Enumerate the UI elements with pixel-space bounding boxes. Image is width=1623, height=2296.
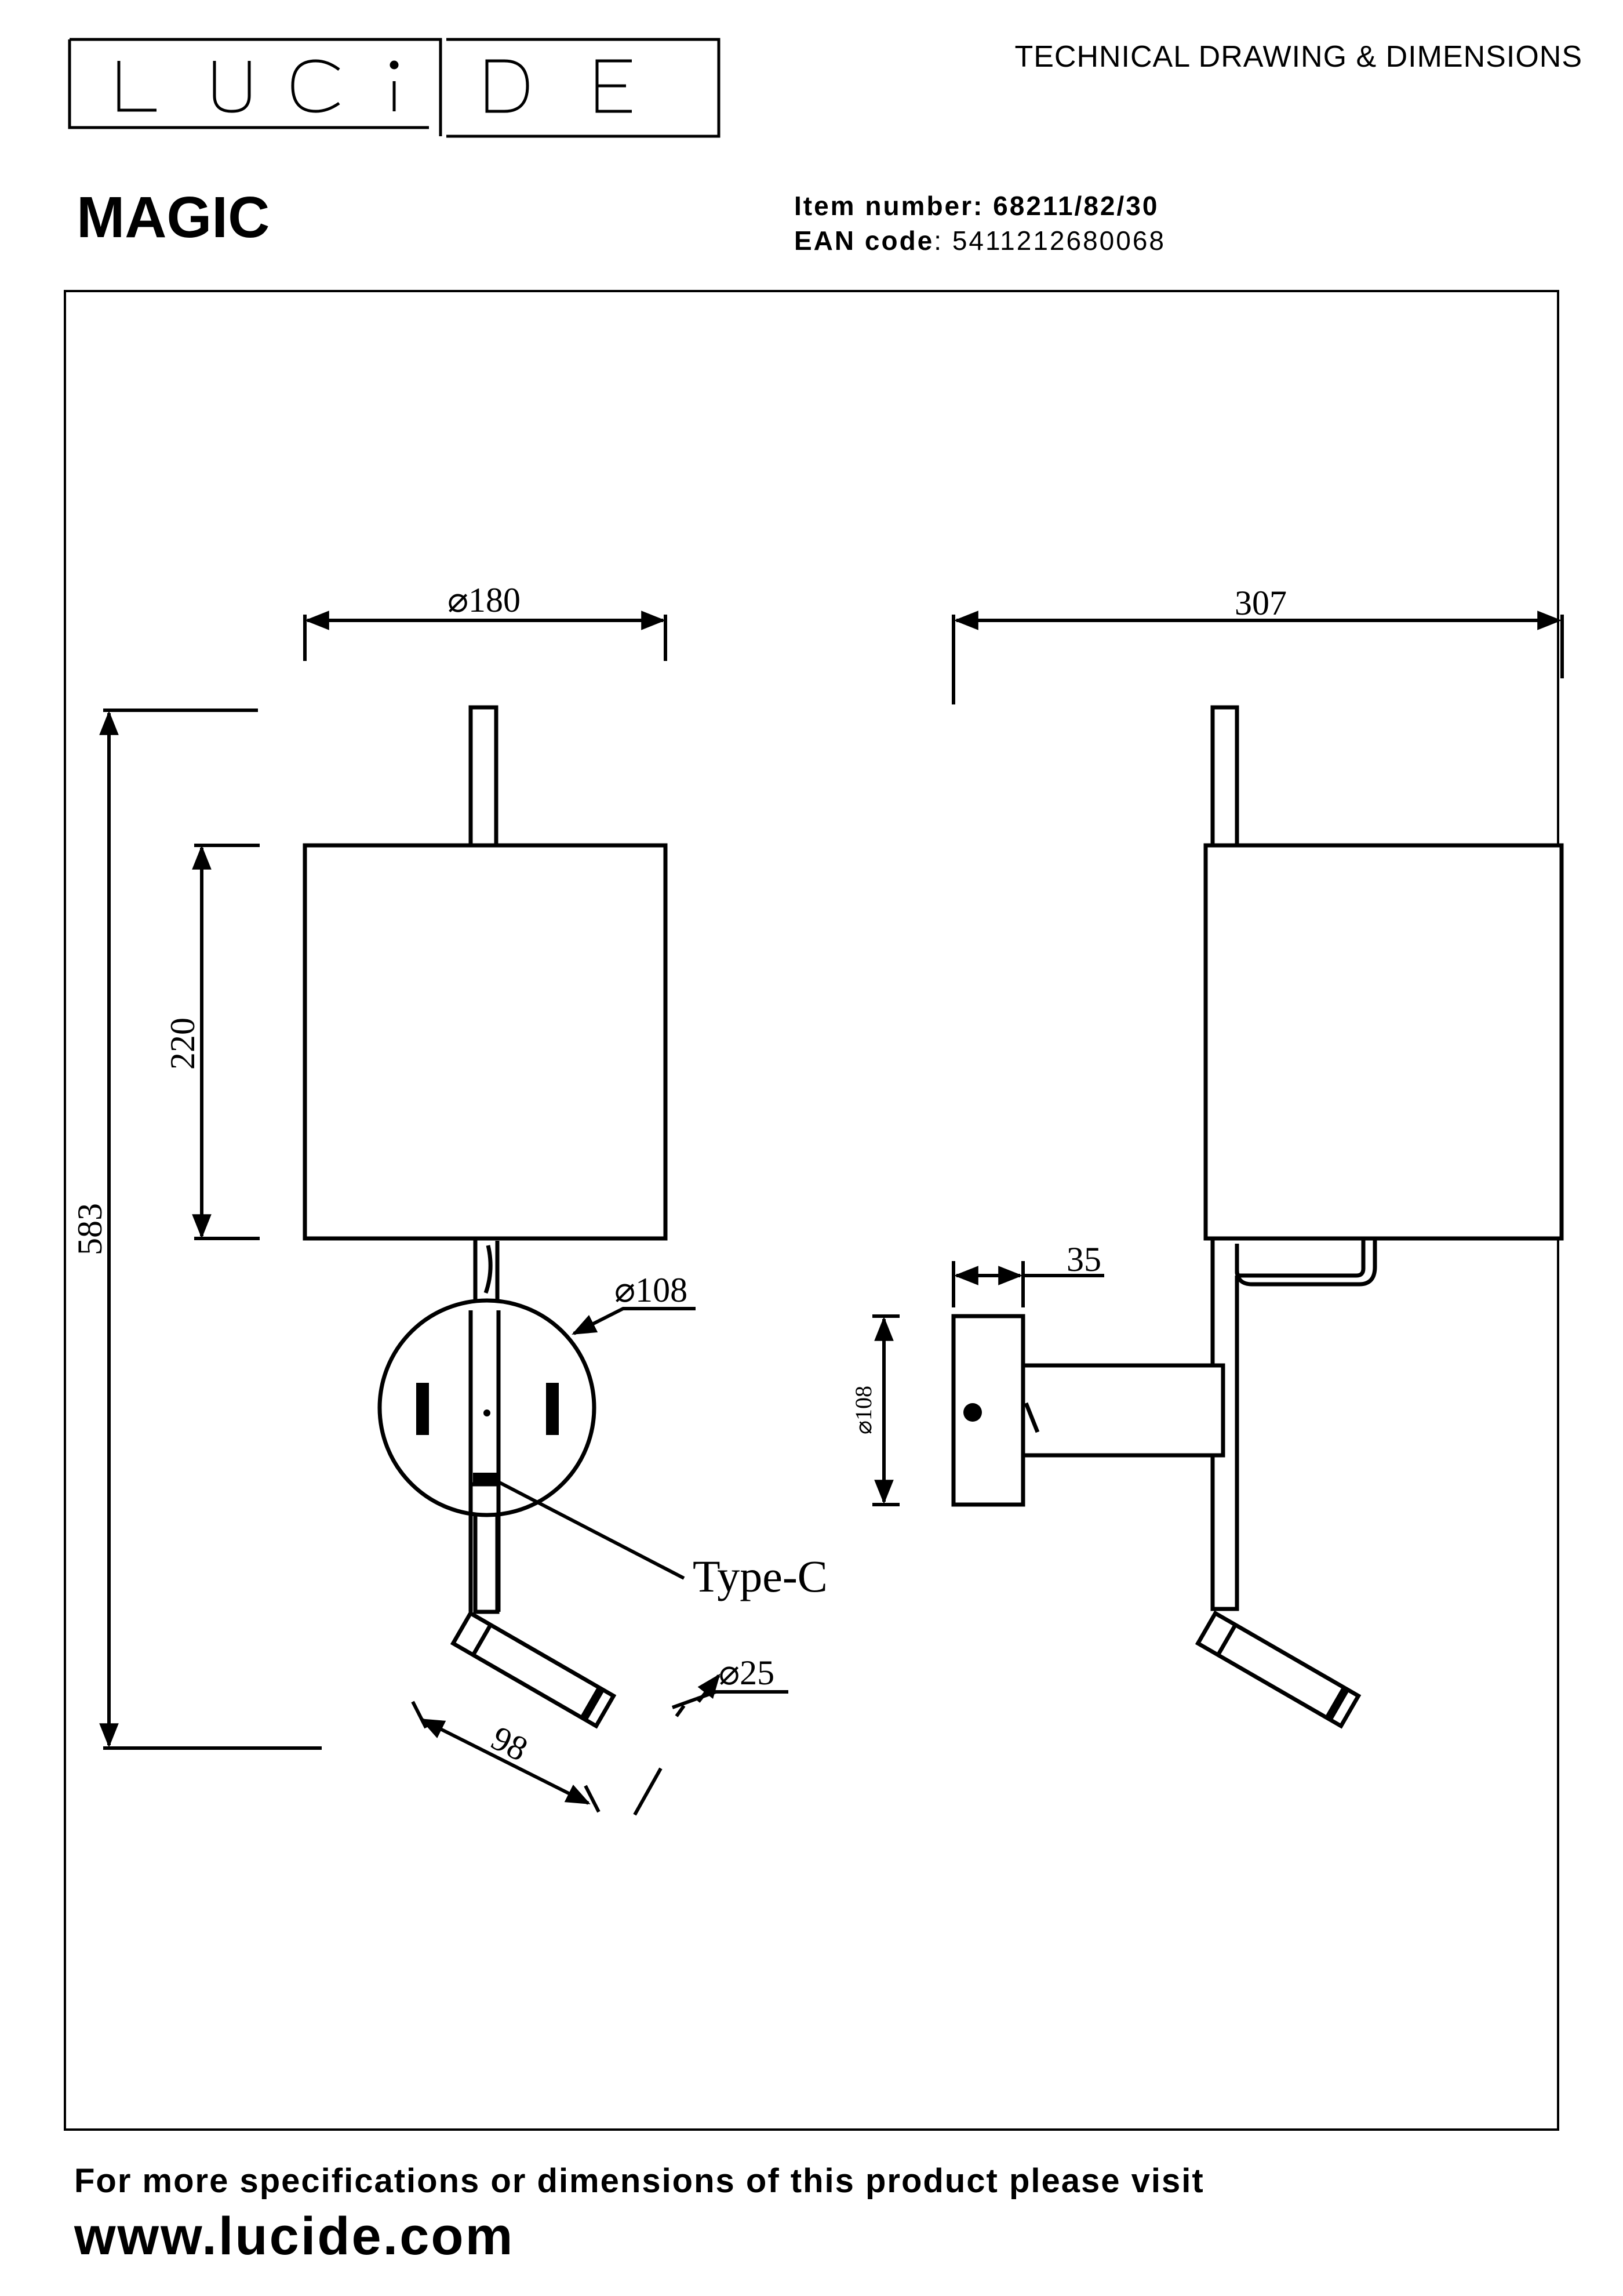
side-depth-label: 307 bbox=[1235, 584, 1287, 622]
website-link[interactable]: www.lucide.com bbox=[74, 2207, 515, 2266]
item-number-label: Item number: bbox=[794, 191, 984, 221]
document-type: TECHNICAL DRAWING & DIMENSIONS bbox=[1014, 40, 1582, 74]
side-dimension-labels: 307 35 ⌀108 bbox=[850, 584, 1287, 1434]
footer-note: For more specifications or dimensions of… bbox=[74, 2162, 1204, 2200]
side-plate-diameter-label: ⌀108 bbox=[850, 1386, 876, 1434]
front-dimension-labels: ⌀180 583 220 ⌀108 Type-C ⌀25 98 bbox=[71, 581, 828, 1768]
front-spot-diameter-label: ⌀25 bbox=[719, 1654, 774, 1692]
front-plate-diameter-label: ⌀108 bbox=[614, 1271, 687, 1309]
side-view bbox=[951, 705, 1564, 1729]
front-width-label: ⌀180 bbox=[447, 581, 521, 619]
front-view bbox=[303, 705, 668, 1729]
side-dimensions bbox=[872, 611, 1564, 1506]
ean-code-value: : 5411212680068 bbox=[934, 226, 1166, 256]
side-plate-thickness-label: 35 bbox=[1067, 1240, 1101, 1278]
front-port-label: Type-C bbox=[693, 1551, 828, 1601]
item-number-value: 68211/82/30 bbox=[993, 191, 1159, 221]
ean-code: EAN code: 5411212680068 bbox=[794, 225, 1166, 256]
ean-code-label: EAN code bbox=[794, 226, 934, 256]
product-name: MAGIC bbox=[77, 185, 270, 250]
front-total-height-label: 583 bbox=[71, 1203, 109, 1255]
front-shade-height-label: 220 bbox=[163, 1018, 202, 1070]
front-spot-length-label: 98 bbox=[485, 1719, 533, 1768]
front-dimensions bbox=[99, 611, 788, 1816]
item-number: Item number: 68211/82/30 bbox=[794, 190, 1159, 221]
lucide-logo bbox=[68, 38, 720, 138]
